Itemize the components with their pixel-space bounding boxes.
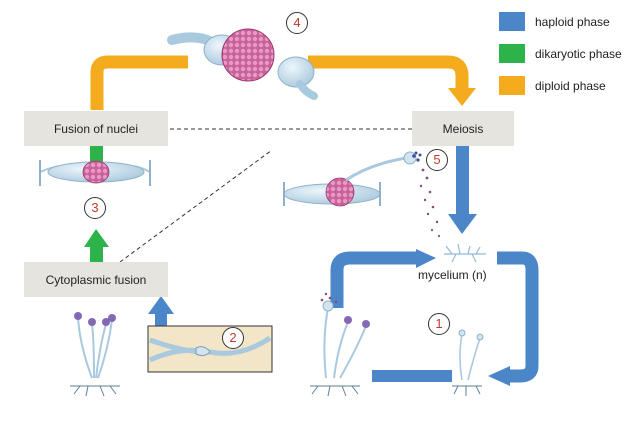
legend-item-dikaryotic: dikaryotic phase	[499, 44, 622, 63]
legend-label-dikaryotic: dikaryotic phase	[535, 46, 622, 61]
haploid-loop-right	[497, 251, 539, 383]
legend-swatch-haploid	[499, 12, 525, 31]
legend-label-diploid: diploid phase	[535, 78, 606, 93]
haploid-loop-arrowhead-1	[416, 249, 436, 268]
haploid-arrowhead-up	[148, 296, 174, 314]
meiosis-down-arrowhead	[448, 214, 477, 234]
step-5-marker: 5	[426, 149, 448, 171]
nuclear-fusion-cell-illustration	[39, 160, 151, 186]
stage-fusion-of-nuclei-label: Fusion of nuclei	[53, 121, 139, 136]
dikaryotic-arrowhead	[84, 229, 109, 247]
haploid-arrow-up	[155, 312, 167, 326]
stage-fusion-of-nuclei: Fusion of nuclei	[24, 111, 168, 146]
legend-swatch-diploid	[499, 76, 525, 95]
stage-meiosis: Meiosis	[412, 111, 514, 146]
sporangiophore-left-illustration	[70, 312, 120, 397]
haploid-loop	[330, 251, 418, 308]
diploid-arrowhead	[448, 88, 476, 106]
haploid-loop-bottom	[372, 370, 452, 382]
legend-item-diploid: diploid phase	[499, 76, 606, 95]
dikaryotic-arrow	[90, 245, 103, 262]
haploid-loop-arrowhead-2	[488, 366, 510, 386]
diploid-arrow-right	[308, 55, 469, 90]
legend-item-haploid: haploid phase	[499, 12, 610, 31]
step-3-marker: 3	[84, 197, 106, 219]
step-2-marker: 2	[222, 327, 244, 349]
legend-label-haploid: haploid phase	[535, 14, 610, 29]
diploid-arrow	[90, 55, 188, 110]
stage-cytoplasmic-fusion: Cytoplasmic fusion	[24, 262, 168, 297]
sporangiophore-small-illustration	[452, 329, 484, 396]
step-4-marker: 4	[286, 12, 308, 34]
mycelium-label: mycelium (n)	[418, 268, 487, 282]
sporangiophore-right-illustration	[310, 292, 370, 397]
conjugation-inset	[147, 325, 273, 373]
mycelium-illustration	[444, 243, 486, 263]
step-1-marker: 1	[428, 313, 450, 335]
meiosis-down-arrow	[456, 146, 469, 216]
diploid-zygote-illustration	[167, 28, 318, 100]
stage-cytoplasmic-fusion-label: Cytoplasmic fusion	[45, 272, 147, 287]
legend-swatch-dikaryotic	[499, 44, 525, 63]
spore-trail	[419, 168, 441, 238]
stage-meiosis-label: Meiosis	[442, 121, 484, 136]
dashed-guide-diagonal	[119, 149, 273, 263]
meiosis-cell-illustration	[283, 151, 422, 207]
